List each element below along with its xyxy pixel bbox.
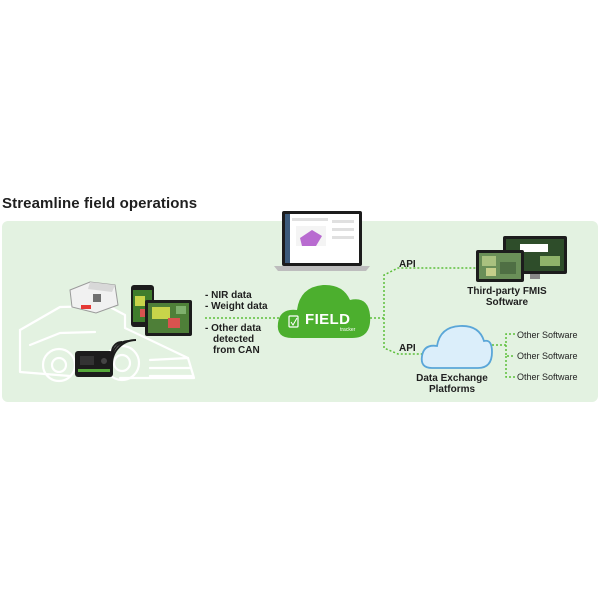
data-exchange-cloud-icon bbox=[420, 325, 493, 369]
api-label-exchange: API bbox=[399, 343, 416, 354]
data-item-nir: - NIR data bbox=[205, 290, 252, 301]
nir-sensor-icon bbox=[69, 281, 119, 314]
fmis-label-line2: Software bbox=[485, 297, 529, 308]
laptop-icon bbox=[274, 211, 370, 271]
other-software-1: Other Software bbox=[517, 330, 578, 340]
data-item-weight: - Weight data bbox=[205, 301, 268, 312]
harvester-icon bbox=[18, 304, 196, 383]
control-box-icon bbox=[75, 351, 113, 377]
api-label-fmis: API bbox=[399, 259, 416, 270]
data-item-can: from CAN bbox=[213, 345, 260, 356]
exchange-label-line1: Data Exchange bbox=[416, 373, 488, 384]
data-item-other: - Other data bbox=[205, 323, 262, 334]
field-logo-subtext: tracker bbox=[340, 327, 356, 333]
field-logo-text: FIELD bbox=[305, 311, 351, 328]
section-title: Streamline field operations bbox=[2, 195, 198, 212]
fmis-screens-icon bbox=[476, 236, 567, 282]
exchange-label-line2: Platforms bbox=[428, 384, 476, 395]
fmis-label-line1: Third-party FMIS bbox=[467, 286, 547, 297]
data-item-detected: detected bbox=[213, 334, 255, 345]
other-software-3: Other Software bbox=[517, 372, 578, 382]
connector-cloud-api bbox=[370, 267, 515, 378]
tablet-icon bbox=[145, 300, 192, 336]
wireless-signal-icon bbox=[111, 339, 137, 365]
field-cloud-icon bbox=[277, 284, 371, 338]
other-software-2: Other Software bbox=[517, 351, 578, 361]
